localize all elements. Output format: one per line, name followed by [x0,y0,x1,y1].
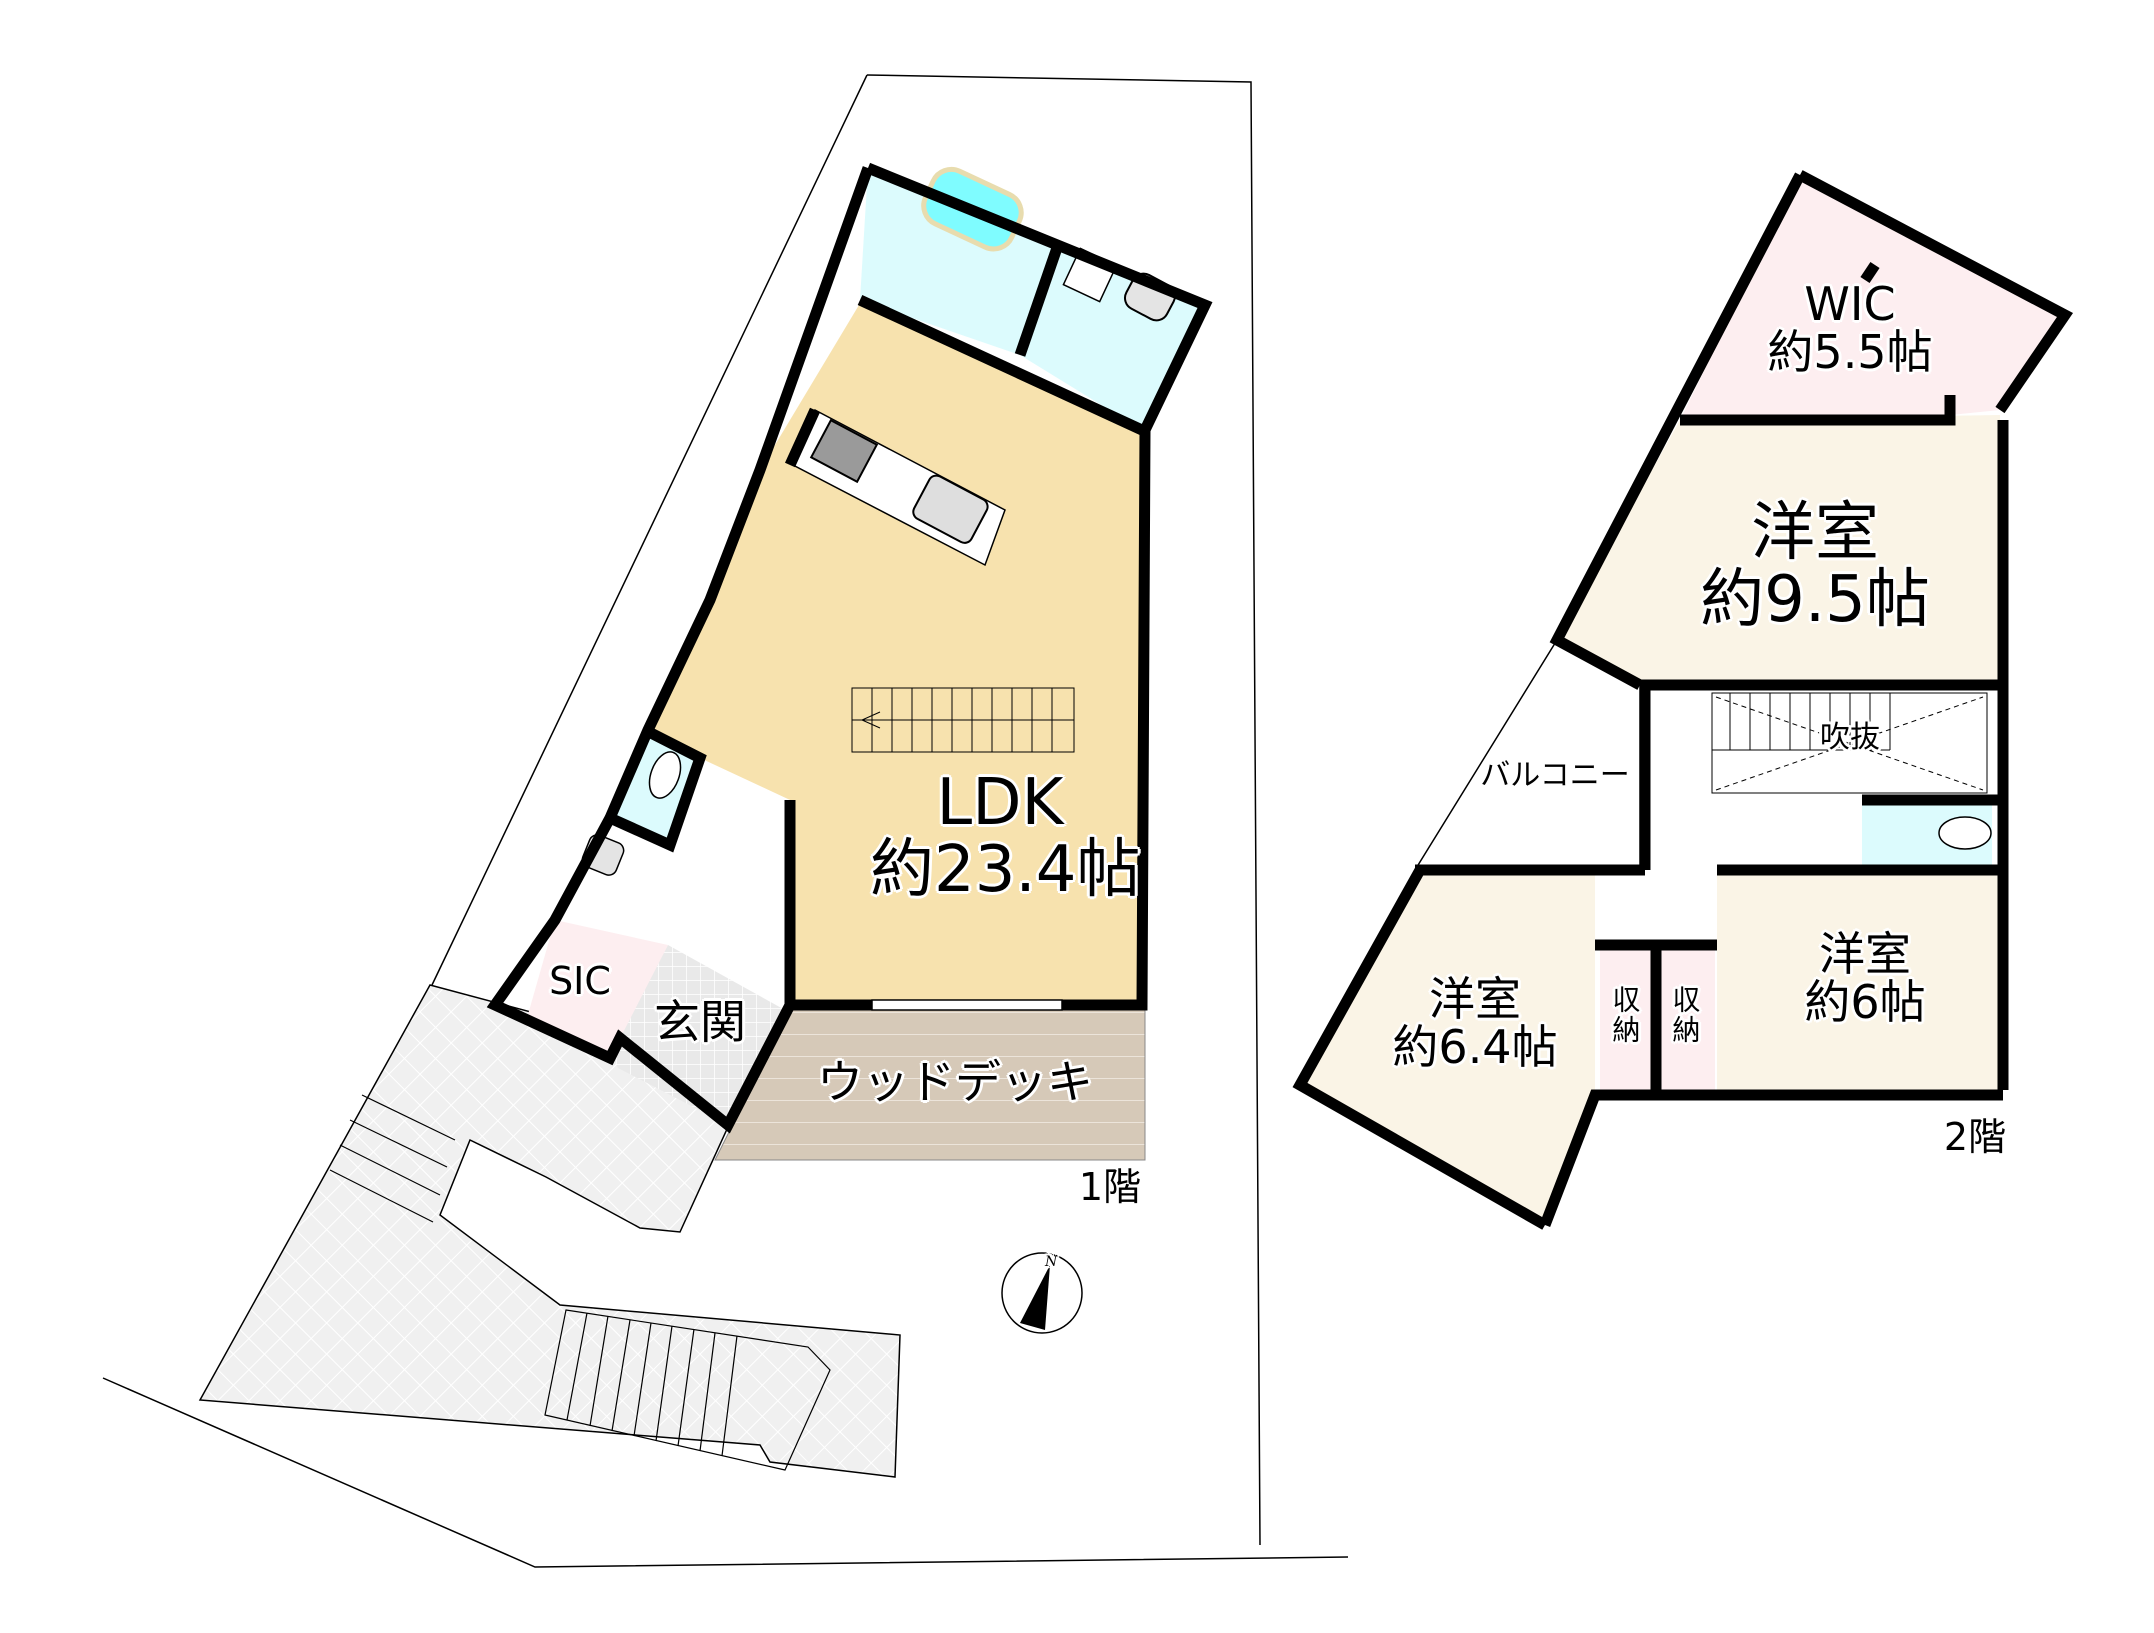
bath-floor [860,168,1058,355]
balcony-floor [1413,639,1641,871]
compass-icon [1001,1252,1083,1334]
toilet-icon [1938,816,1992,850]
void-staircase [1711,692,1988,794]
exterior-steps [329,1094,456,1223]
western-room-95-floor [1557,415,2003,685]
kitchen-sink-icon [912,474,989,544]
room-label-genkan: 玄関 [654,995,746,1049]
sic-floor [525,920,668,1058]
ldk-floor [650,300,1142,1005]
site-boundary [866,74,1261,1546]
floor-1-plan [102,74,1349,1568]
room-label-sic: SIC [549,959,611,1003]
room-label-wic: WIC 約5.5帖 [1767,277,1933,380]
room-label-western-64: 洋室 約6.4帖 [1392,972,1558,1075]
floor-2-plan [1292,170,2074,1230]
floor-label-1: 1階 [1078,1165,1142,1209]
site-boundary [431,74,868,986]
room-label-void: 吹抜 [1820,720,1880,755]
walls-floor-2 [1292,170,2074,1230]
room-label-closet-right: 収納 [1668,985,1702,1045]
western-room-6-floor [1717,870,2003,1090]
room-label-western-6: 洋室 約6帖 [1804,927,1926,1030]
room-label-closet-left: 収納 [1608,985,1642,1045]
room-label-western-95: 洋室 約9.5帖 [1700,496,1930,638]
compass-north-label: N [1045,1254,1058,1270]
interior-staircase [851,687,1075,753]
floor-label-2: 2階 [1943,1115,2007,1159]
gas-stove-icon [809,418,879,484]
exterior-steps-lower [544,1309,831,1471]
wic-floor [1680,175,2065,420]
sliding-window [871,999,1063,1011]
site-boundary [102,1377,1349,1568]
room-label-balcony: バルコニー [1480,758,1630,793]
genkan-floor [610,945,785,1125]
room-label-wood-deck: ウッドデッキ [817,1055,1093,1109]
room-label-ldk: LDK 約23.4帖 [870,766,1141,908]
closet-right-floor [1660,945,1715,1090]
toilet-icon [648,751,682,799]
closet-left-floor [1600,945,1655,1090]
walls-floor-1 [486,162,1213,1134]
